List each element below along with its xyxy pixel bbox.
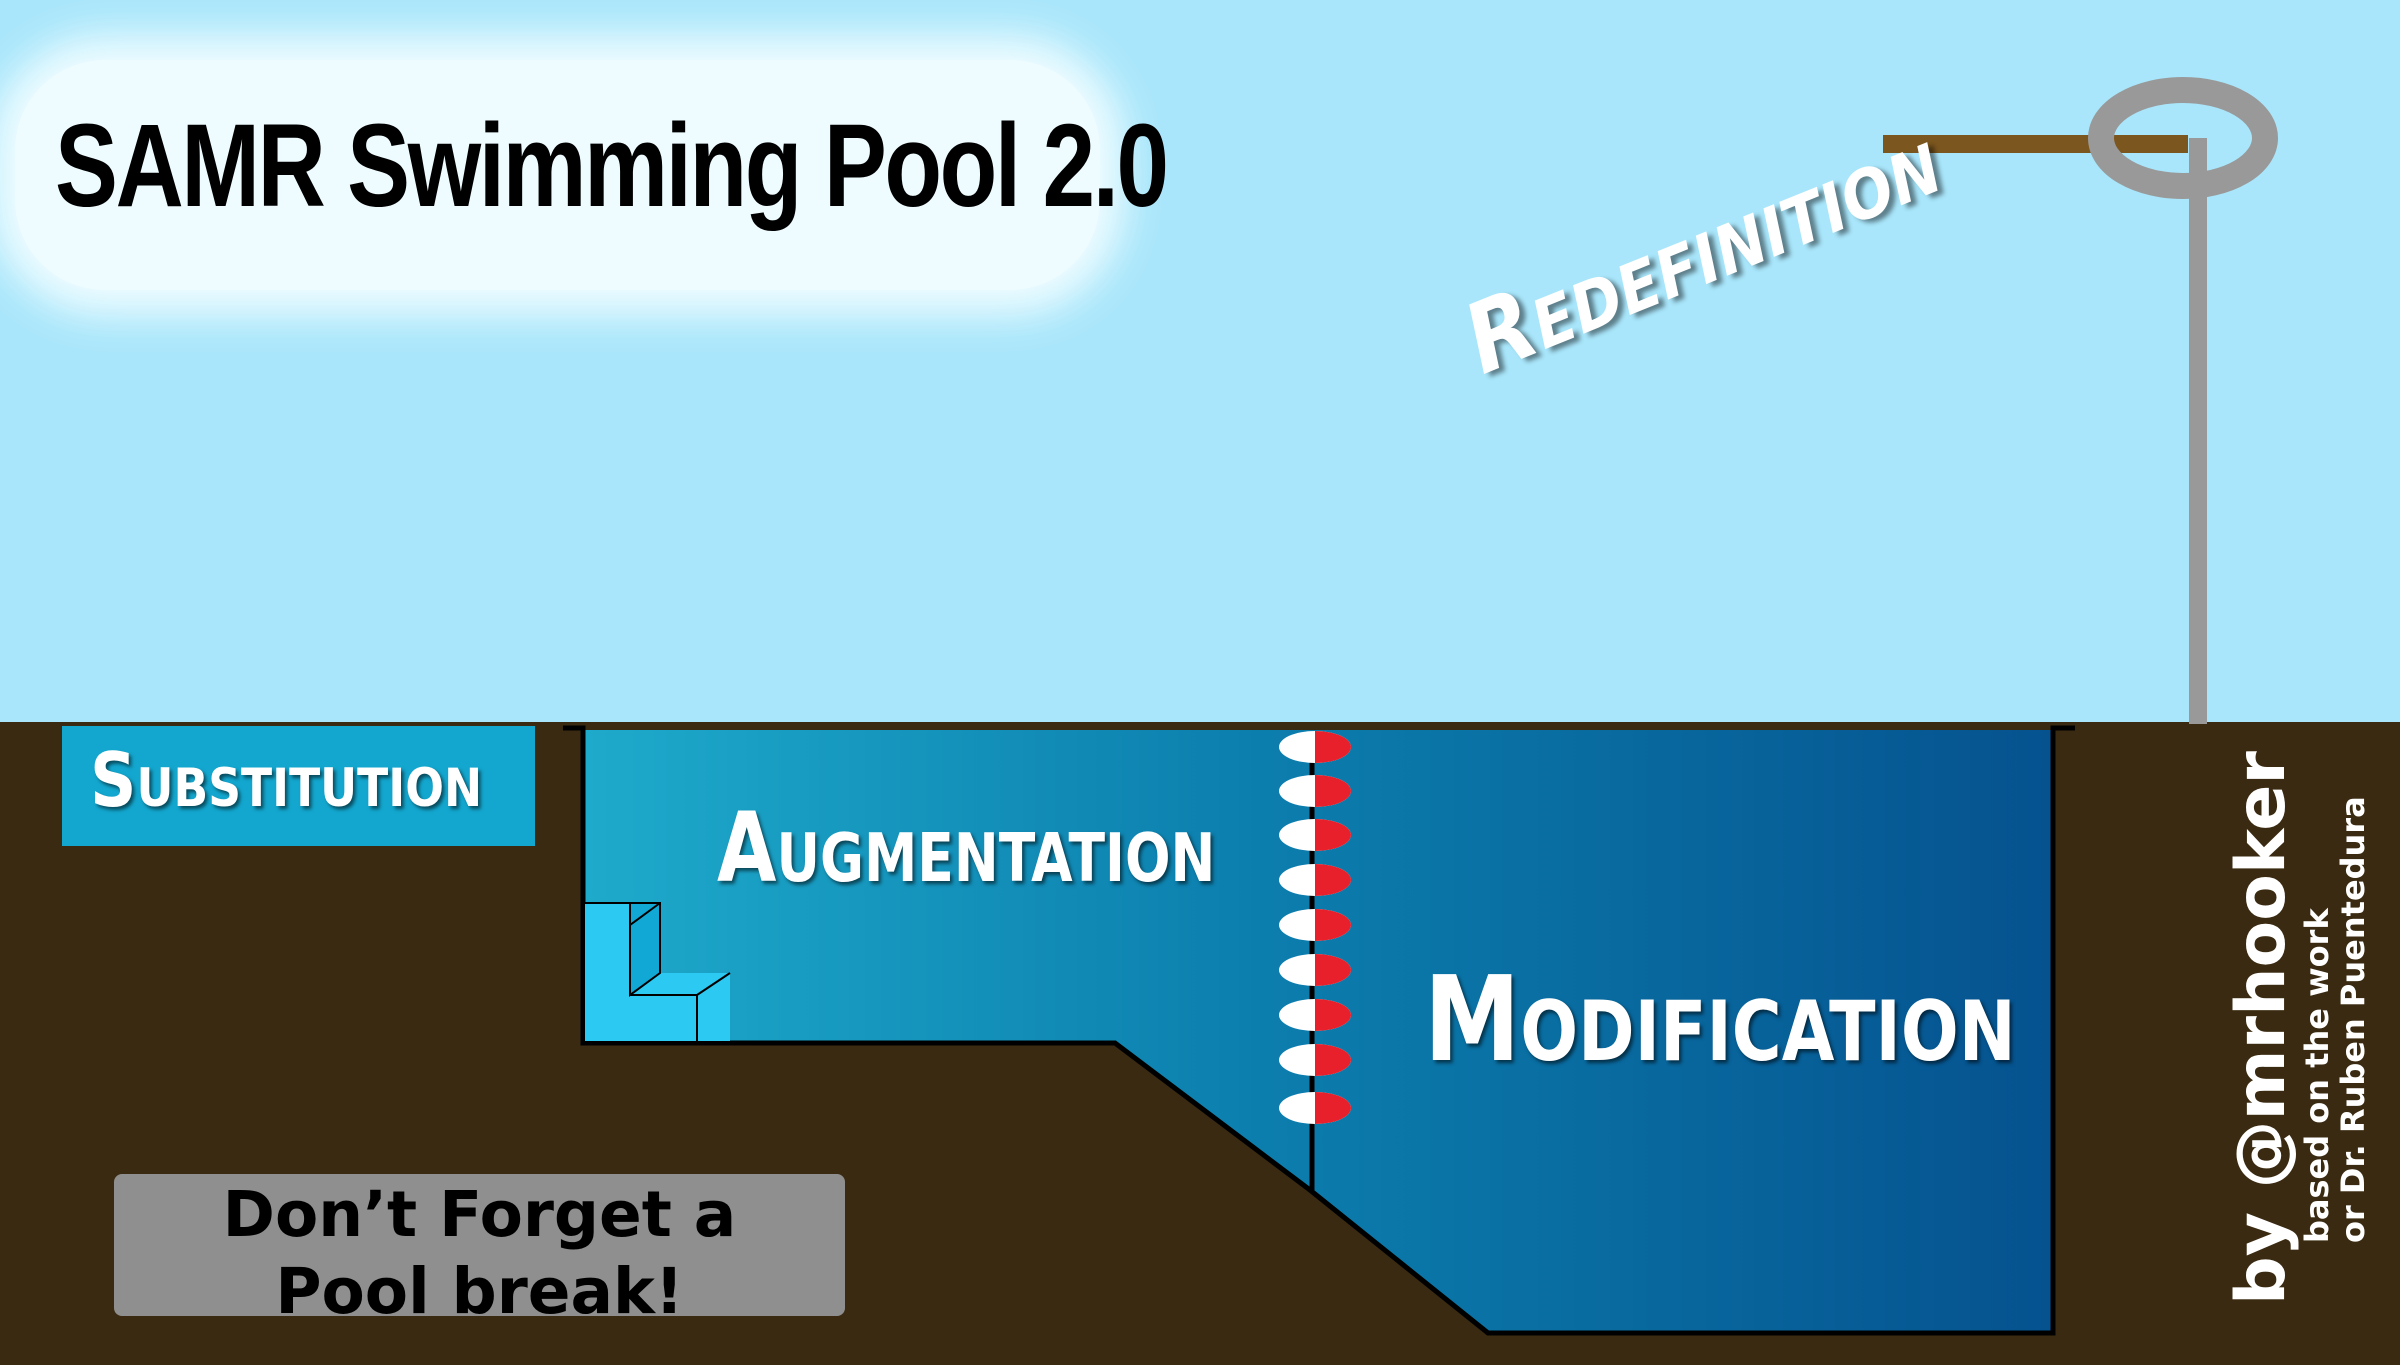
pool-break-line-2: Pool break! [275,1255,684,1328]
augmentation-label: Augmentation [717,792,1216,904]
based-on-line-1: based on the work [2298,908,2336,1243]
substitution-box [62,726,535,846]
lane-rope-icon [1279,731,1351,1124]
page-title: SAMR Swimming Pool 2.0 [55,100,1169,232]
credit-byline: by @mrhooker based on the work or Dr. Ru… [2222,751,2372,1305]
pool-break-text: Don’t Forget a Pool break! [114,1176,845,1330]
pool-break-box [114,1174,845,1316]
substitution-label: Substitution [90,736,483,824]
pool-water [583,730,2053,1333]
modification-label: Modification [1424,950,2016,1088]
pool-break-line-1: Don’t Forget a [222,1178,737,1251]
pool-steps-icon [585,902,731,1041]
author-credit: by @mrhooker [2222,751,2301,1305]
pool-ladder-icon [2088,77,2278,724]
based-on-line-2: or Dr. Ruben Puentedura [2334,796,2372,1243]
title-cloud [15,60,1100,290]
